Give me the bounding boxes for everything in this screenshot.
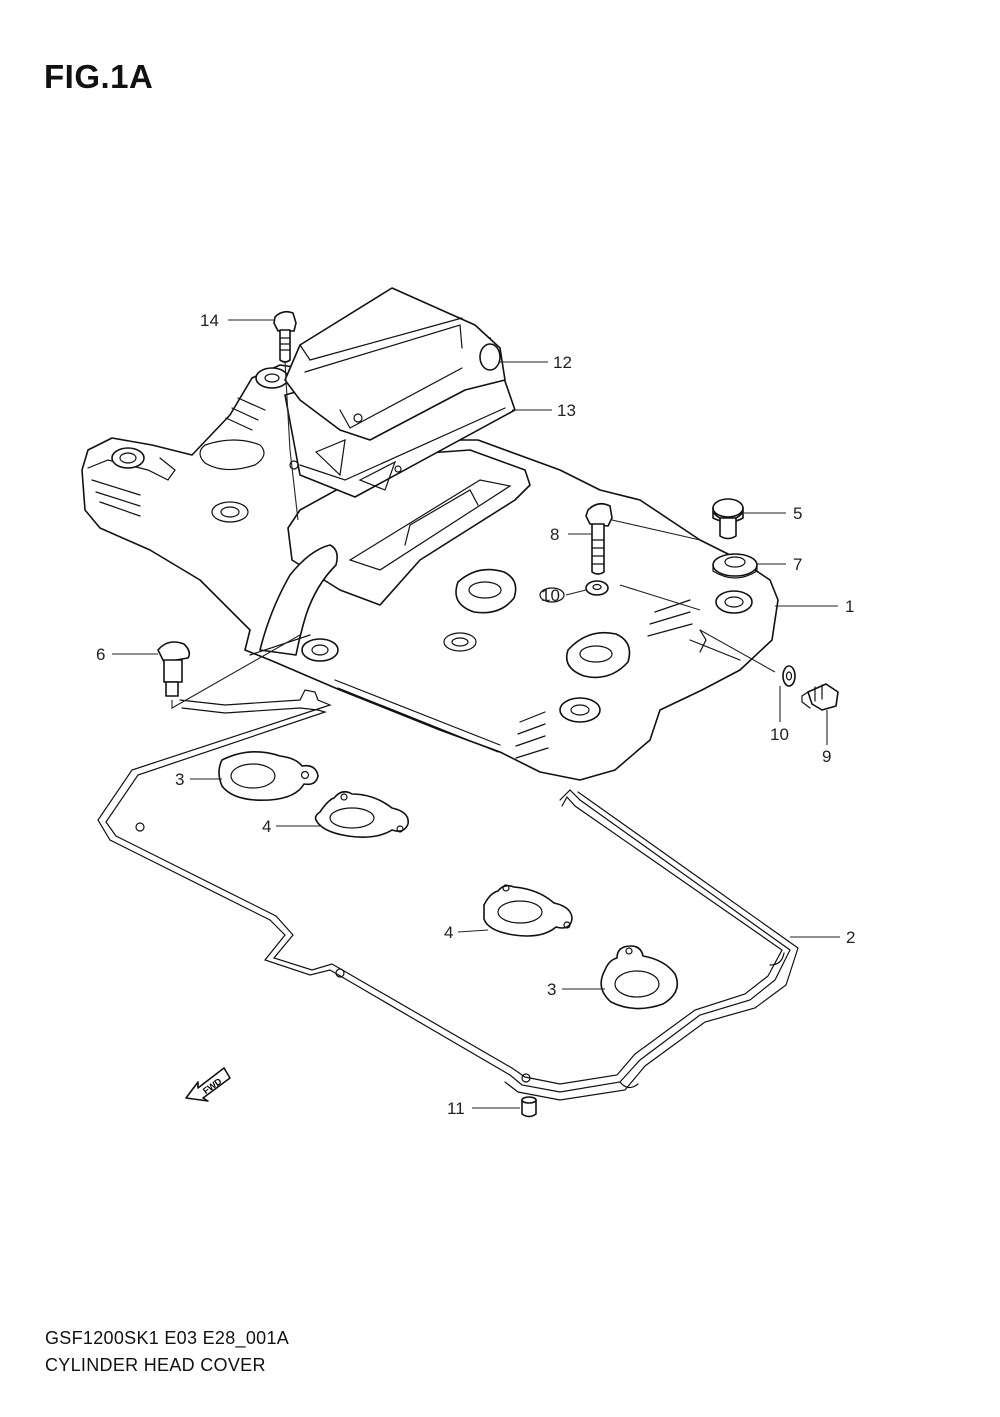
cover-gasket xyxy=(97,689,799,1101)
forward-direction-indicator: FWD xyxy=(185,1067,231,1102)
callout-6: 6 xyxy=(96,645,105,664)
stud-bolt-6 xyxy=(157,641,191,697)
callout-4-upper: 4 xyxy=(262,817,271,836)
callout-10-upper: 10 xyxy=(541,586,560,605)
callout-8: 8 xyxy=(550,525,559,544)
figure-code: GSF1200SK1 E03 E28_001A xyxy=(45,1328,290,1348)
plug-seal-4-lower xyxy=(483,884,573,937)
callout-9: 9 xyxy=(822,747,831,766)
dowel-pin-11 xyxy=(521,1096,537,1118)
plug-seal-4-upper xyxy=(314,790,409,838)
callout-2: 2 xyxy=(846,928,855,947)
breather-cover xyxy=(284,287,506,441)
callout-4-lower: 4 xyxy=(444,923,453,942)
union-bolt-9 xyxy=(801,683,839,711)
callout-14: 14 xyxy=(200,311,219,330)
callout-3-upper: 3 xyxy=(175,770,184,789)
callout-3-lower: 3 xyxy=(547,980,556,999)
plug-seal-3-lower xyxy=(600,945,679,1010)
washer-10-upper xyxy=(585,580,609,596)
figure-title: FIG.1A xyxy=(44,58,154,95)
callout-12: 12 xyxy=(553,353,572,372)
plug-seal-3-upper xyxy=(218,751,319,802)
callout-1: 1 xyxy=(845,597,854,616)
figure-name: CYLINDER HEAD COVER xyxy=(45,1355,266,1375)
callout-7: 7 xyxy=(793,555,802,574)
callout-10-lower: 10 xyxy=(770,725,789,744)
callout-11: 11 xyxy=(447,1099,465,1118)
grommet-bolt-5 xyxy=(712,498,744,540)
callout-13: 13 xyxy=(557,401,576,420)
callout-5: 5 xyxy=(793,504,802,523)
bolt-8 xyxy=(585,502,613,575)
washer-10-lower xyxy=(782,665,796,687)
grommet-7 xyxy=(712,553,758,579)
cover-bolt-14 xyxy=(273,310,299,521)
